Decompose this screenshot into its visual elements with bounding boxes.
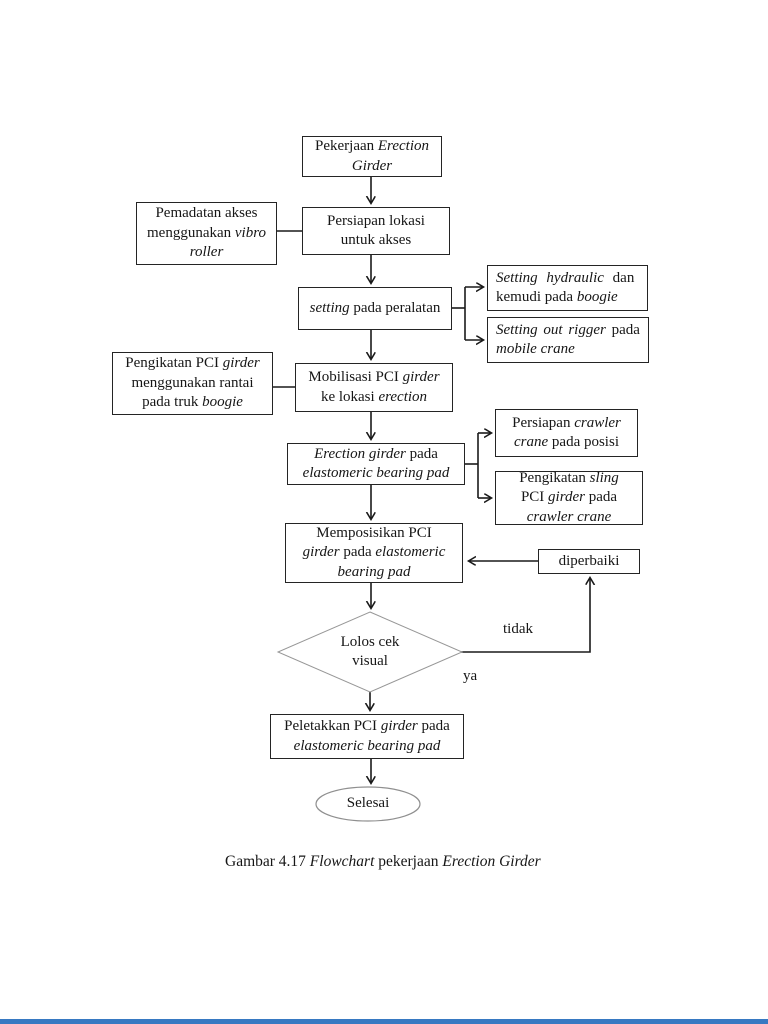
footer-accent-bar	[0, 1019, 768, 1024]
decision-diamond-shape	[276, 611, 464, 693]
node-selesai-terminator: Selesai	[346, 795, 390, 812]
edge-label-ya: ya	[463, 668, 478, 684]
edge-label-tidak: tidak	[503, 621, 533, 637]
arrow-tidak-to-diperbaiki	[460, 578, 590, 653]
selesai-ellipse-shape	[315, 786, 421, 822]
figure-caption: Gambar 4.17 Flowchart pekerjaan Erection…	[225, 853, 541, 870]
node-setting-peralatan: setting pada peralatan	[298, 287, 452, 330]
node-diperbaiki: diperbaiki	[538, 549, 640, 574]
